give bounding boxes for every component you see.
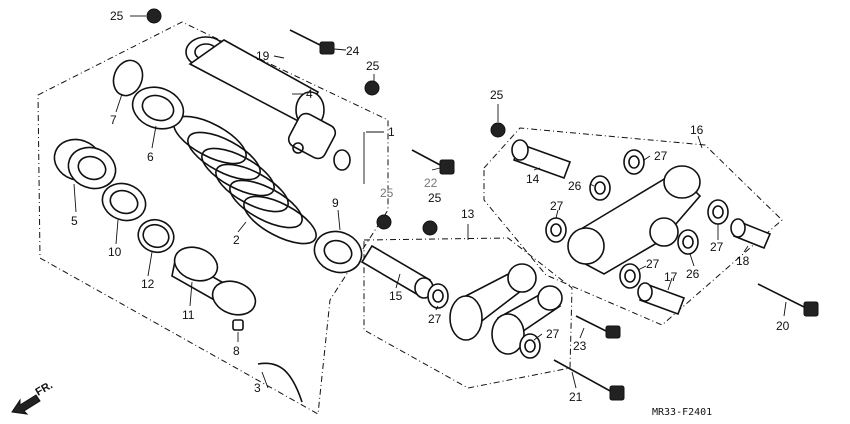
bolt-23 bbox=[575, 315, 621, 339]
part-number: 27 bbox=[710, 240, 724, 254]
part-number: 6 bbox=[147, 150, 154, 164]
nut-25-shock bbox=[364, 80, 380, 96]
part-number: 4 bbox=[306, 87, 313, 101]
part-number-labels: 25 24 19 25 4 7 6 1 5 10 12 2 9 11 8 3 2… bbox=[71, 9, 790, 404]
spring-guide-11 bbox=[171, 246, 257, 316]
part-number: 15 bbox=[389, 289, 403, 303]
part-number: 14 bbox=[526, 172, 540, 186]
front-label: FR. bbox=[34, 379, 55, 398]
shock-absorber-body bbox=[185, 36, 351, 171]
part-number: 2 bbox=[233, 233, 240, 247]
part-number: 24 bbox=[346, 44, 360, 58]
spring-seat-6 bbox=[131, 86, 185, 130]
bolt-24 bbox=[289, 29, 335, 55]
part-number: 25 bbox=[110, 9, 124, 23]
part-number: 3 bbox=[254, 381, 261, 395]
seal-27-link bbox=[427, 283, 541, 359]
part-number: 1 bbox=[388, 125, 395, 139]
arm-pipe-17 bbox=[637, 282, 686, 316]
needle-bearing-5 bbox=[53, 138, 117, 190]
shock-spring bbox=[173, 115, 317, 245]
spring-seat-9 bbox=[313, 230, 363, 274]
part-number: 25 bbox=[490, 88, 504, 102]
bolt-20 bbox=[757, 283, 819, 317]
leader-lines bbox=[73, 15, 787, 389]
diagram-code: MR33-F2401 bbox=[652, 407, 712, 418]
part-number: 26 bbox=[686, 267, 700, 281]
part-number: 13 bbox=[461, 207, 475, 221]
part-number: 25 bbox=[380, 186, 394, 200]
part-number: 26 bbox=[568, 179, 582, 193]
part-number: 23 bbox=[573, 339, 587, 353]
part-number: 18 bbox=[736, 254, 750, 268]
arm-body bbox=[567, 165, 702, 275]
plug-8 bbox=[232, 319, 244, 331]
part-number: 21 bbox=[569, 390, 583, 404]
arm-pipe-14 bbox=[511, 139, 572, 180]
part-number: 12 bbox=[141, 277, 155, 291]
bolt-21 bbox=[553, 359, 625, 401]
link-body bbox=[449, 263, 563, 355]
link-assembly-outline bbox=[363, 237, 573, 389]
part-number: 25 bbox=[428, 191, 442, 205]
front-direction-marker: FR. bbox=[11, 379, 55, 415]
part-number: 8 bbox=[233, 344, 240, 358]
nut-25-arm bbox=[490, 122, 506, 138]
arm-pipe-18 bbox=[730, 218, 772, 250]
seal-27-arm bbox=[545, 149, 729, 289]
ring-12 bbox=[137, 218, 175, 254]
bearing-26-arm bbox=[589, 175, 699, 255]
part-number: 20 bbox=[776, 319, 790, 333]
part-number: 9 bbox=[332, 196, 339, 210]
nut-25-top bbox=[146, 8, 162, 24]
part-number: 7 bbox=[110, 113, 117, 127]
part-number: 27 bbox=[546, 327, 560, 341]
part-number: 10 bbox=[108, 245, 122, 259]
part-number: 19 bbox=[256, 49, 270, 63]
shock-assembly-outline bbox=[37, 21, 389, 415]
bolt-22 bbox=[411, 149, 455, 175]
collar-10 bbox=[101, 182, 147, 222]
part-number: 27 bbox=[646, 257, 660, 271]
hose-3 bbox=[257, 362, 303, 403]
part-number: 27 bbox=[654, 149, 668, 163]
part-number: 11 bbox=[182, 308, 195, 322]
part-number: 5 bbox=[71, 214, 78, 228]
part-number: 27 bbox=[550, 199, 564, 213]
part-number: 22 bbox=[424, 176, 438, 190]
nut-25-mid bbox=[376, 214, 438, 236]
part-number: 27 bbox=[428, 312, 442, 326]
front-arrow-icon bbox=[11, 394, 41, 415]
part-number: 25 bbox=[366, 59, 380, 73]
part-number: 17 bbox=[664, 270, 678, 284]
part-number: 16 bbox=[690, 123, 704, 137]
